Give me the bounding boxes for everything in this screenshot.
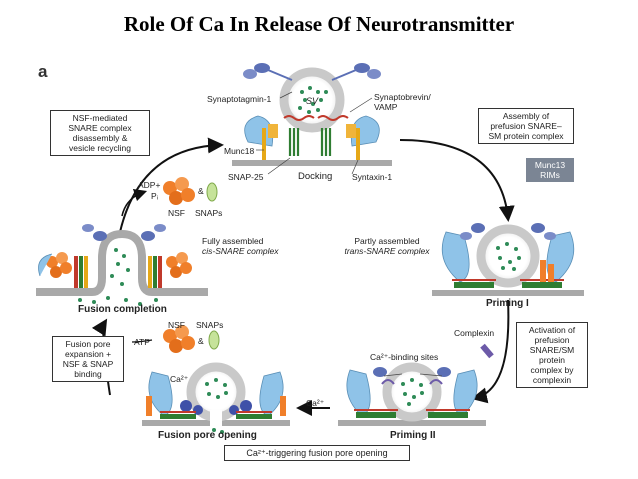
leader-lines <box>256 91 443 377</box>
box-munc13-line2: RIMs <box>540 170 560 180</box>
stage-fusion-pore-opening: Fusion pore opening <box>158 430 257 441</box>
label-snaps-mid: SNAPs <box>196 320 224 330</box>
box-activation-line6: complexin <box>532 375 572 385</box>
stage-docking: Docking <box>298 171 333 182</box>
nsf-snaps-binding <box>163 325 220 353</box>
box-fusion-line3: NSF & SNAP <box>62 359 114 369</box>
stage-priming2: Priming II <box>390 430 436 441</box>
label-adp: ADP+ <box>138 180 161 190</box>
box-assembly-line3: SM protein complex <box>488 131 564 141</box>
label-ca-ion: Ca²⁺ <box>306 398 325 408</box>
box-activation-line1: Activation of <box>528 325 576 335</box>
label-synaptobrevin-line1: Synaptobrevin/ <box>374 92 431 102</box>
label-snap25: SNAP-25 <box>228 172 264 182</box>
priming2-illustration <box>338 362 486 426</box>
priming1-illustration <box>432 223 584 296</box>
box-fusion-line4: binding <box>74 369 102 379</box>
box-activation-line2: prefusion <box>534 335 570 345</box>
label-nsf-mid: NSF <box>168 320 185 330</box>
label-synaptotagmin: Synaptotagmin-1 <box>207 94 272 104</box>
box-assembly: Assembly of prefusion SNARE– SM protein … <box>478 108 574 144</box>
label-partly-line2: trans-SNARE complex <box>344 246 430 256</box>
box-activation-line4: protein <box>539 355 565 365</box>
box-fusion-expansion: Fusion pore expansion + NSF & SNAP bindi… <box>52 336 124 382</box>
box-ca-trigger: Ca²⁺-triggering fusion pore opening <box>224 445 410 461</box>
arrow-docking-to-priming1 <box>399 139 515 222</box>
box-fusion-line1: Fusion pore <box>65 339 111 349</box>
fusion-completion-illustration <box>36 224 208 306</box>
label-ca-binding-sites: Ca²⁺-binding sites <box>370 352 439 362</box>
box-activation: Activation of prefusion SNARE/SM protein… <box>516 322 588 388</box>
label-amp-top: & <box>198 186 204 196</box>
label-munc18: Munc18 <box>224 146 255 156</box>
nsf-hexamer-right <box>166 252 192 278</box>
box-munc13-line1: Munc13 <box>534 160 566 170</box>
label-syntaxin: Syntaxin-1 <box>352 172 393 182</box>
label-ca-pore: Ca²⁺ <box>170 374 189 384</box>
box-assembly-line1: Assembly of <box>502 111 550 121</box>
label-partly-assembled: Partly assembled trans-SNARE complex <box>332 236 442 256</box>
fusion-pore-illustration <box>142 362 290 434</box>
box-activation-line3: SNARE/SM <box>529 345 575 355</box>
box-fusion-line2: expansion + <box>64 349 112 359</box>
panel-letter: a <box>38 62 48 81</box>
page-title: Role Of Ca In Release Of Neurotransmitte… <box>123 12 515 36</box>
nsf-snaps-released <box>163 177 218 205</box>
label-fully-line1: Fully assembled <box>202 236 264 246</box>
arrow-completion-to-docking <box>119 137 224 233</box>
docking-illustration <box>232 63 392 166</box>
arrow-priming1-to-priming2 <box>471 299 510 404</box>
arrow-adp-release <box>121 188 148 217</box>
box-nsf-line2: SNARE complex <box>68 123 132 133</box>
box-nsf-line4: vesicle recycling <box>69 143 131 153</box>
box-activation-line5: complex by <box>530 365 574 375</box>
label-snaps-top: SNAPs <box>195 208 223 218</box>
label-fully-line2: cis-SNARE complex <box>202 246 279 256</box>
stage-fusion-completion: Fusion completion <box>78 304 167 315</box>
label-pi: Pᵢ <box>151 191 159 201</box>
box-munc13-rims: Munc13 RIMs <box>526 158 574 182</box>
label-partly-line1: Partly assembled <box>354 236 420 246</box>
label-nsf-top: NSF <box>168 208 185 218</box>
label-synaptobrevin: Synaptobrevin/ VAMP <box>374 92 431 112</box>
box-nsf-line1: NSF-mediated <box>72 113 128 123</box>
label-fully-assembled: Fully assembled cis-SNARE complex <box>202 236 279 256</box>
box-nsf-line3: disassembly & <box>72 133 128 143</box>
box-assembly-line2: prefusion SNARE– <box>490 121 562 131</box>
complexin-glyph <box>480 343 494 359</box>
box-nsf-mediated: NSF-mediated SNARE complex disassembly &… <box>50 110 150 156</box>
label-complexin: Complexin <box>454 328 495 338</box>
label-sv: SV <box>306 96 319 106</box>
nsf-hexamer-left <box>46 252 72 278</box>
arrow-atp-binding <box>131 339 153 343</box>
stage-priming1: Priming I <box>486 298 529 309</box>
label-amp-mid: & <box>198 336 204 346</box>
label-synaptobrevin-line2: VAMP <box>374 102 398 112</box>
label-atp: ATP <box>134 337 150 347</box>
